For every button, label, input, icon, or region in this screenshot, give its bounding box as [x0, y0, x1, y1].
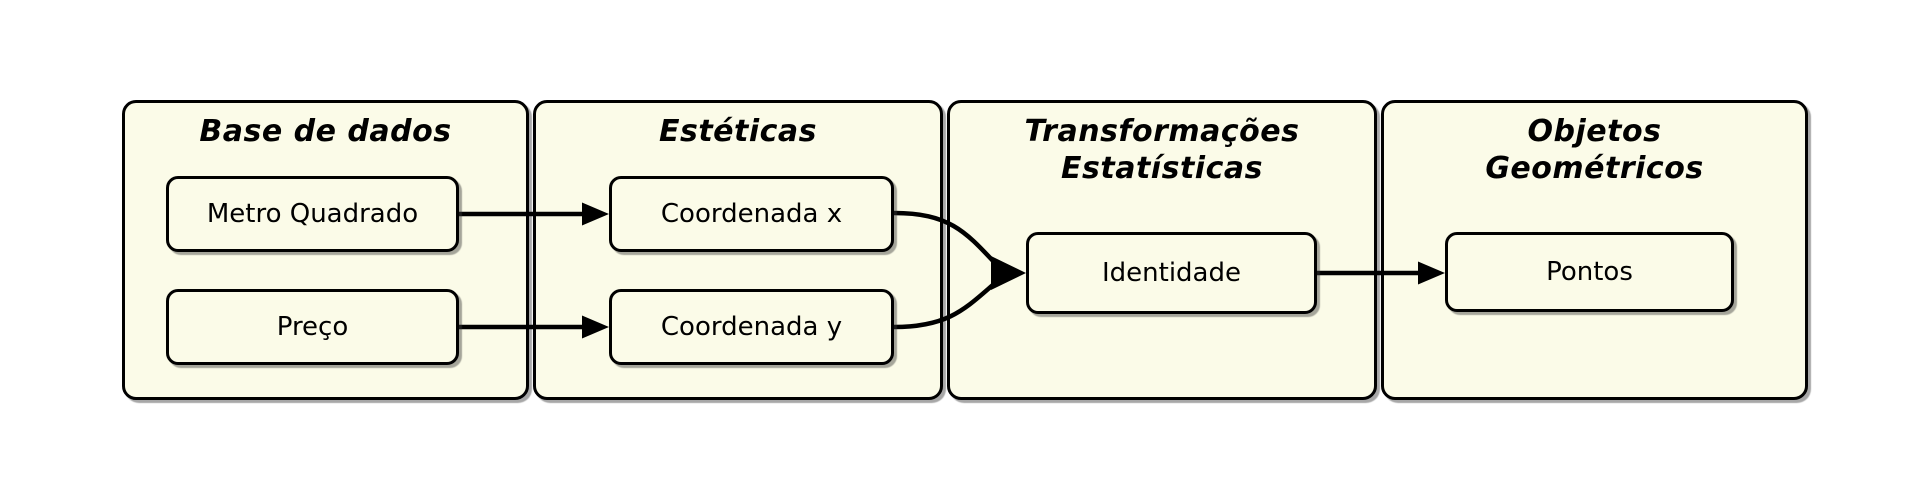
node-metro-quadrado: Metro Quadrado [166, 176, 459, 252]
node-label: Preço [276, 312, 349, 342]
node-coordenada-x: Coordenada x [609, 176, 894, 252]
node-label: Coordenada x [660, 199, 843, 229]
node-pontos: Pontos [1445, 232, 1734, 312]
panel-title: Estéticas [536, 113, 940, 150]
panel-title: Base de dados [125, 113, 526, 150]
panel-title-text: Estéticas [658, 114, 818, 149]
panel-title-text: Objetos Geométricos [1485, 114, 1704, 186]
node-label: Coordenada y [660, 312, 843, 342]
panel-title-text: Transformações Estatísticas [1024, 114, 1300, 186]
node-identidade: Identidade [1026, 232, 1317, 314]
node-coordenada-y: Coordenada y [609, 289, 894, 365]
panel-title: Transformações Estatísticas [950, 113, 1374, 187]
node-label: Identidade [1101, 258, 1241, 288]
node-label: Metro Quadrado [206, 199, 419, 229]
node-preco: Preço [166, 289, 459, 365]
node-label: Pontos [1546, 257, 1633, 287]
panel-title: Objetos Geométricos [1384, 113, 1805, 187]
panel-title-text: Base de dados [199, 114, 452, 149]
